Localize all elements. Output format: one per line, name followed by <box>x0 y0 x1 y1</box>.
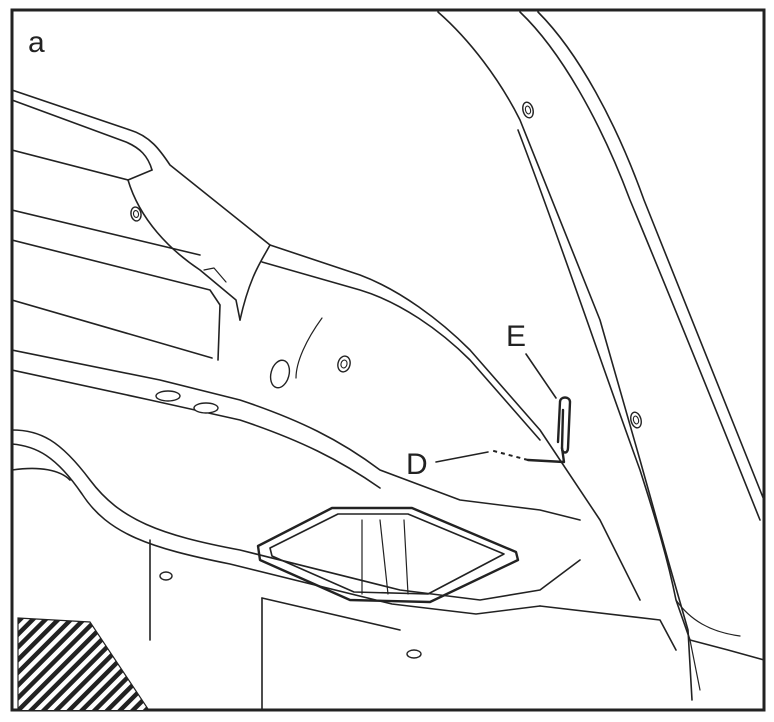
leader-line-e <box>525 353 557 399</box>
base-frame <box>12 349 677 710</box>
leader-line-d <box>435 451 489 463</box>
line-drawing <box>12 11 764 710</box>
callout-label-d: D <box>406 448 428 481</box>
paper-clip <box>526 396 572 464</box>
vent-grille <box>17 617 150 710</box>
handle-well <box>256 506 520 604</box>
figure-border <box>10 8 766 712</box>
upright-frame <box>437 11 764 701</box>
callout-label-e: E <box>506 320 526 353</box>
insertion-path <box>489 449 529 461</box>
panel-label: a <box>28 26 45 59</box>
console-arm <box>12 89 641 601</box>
